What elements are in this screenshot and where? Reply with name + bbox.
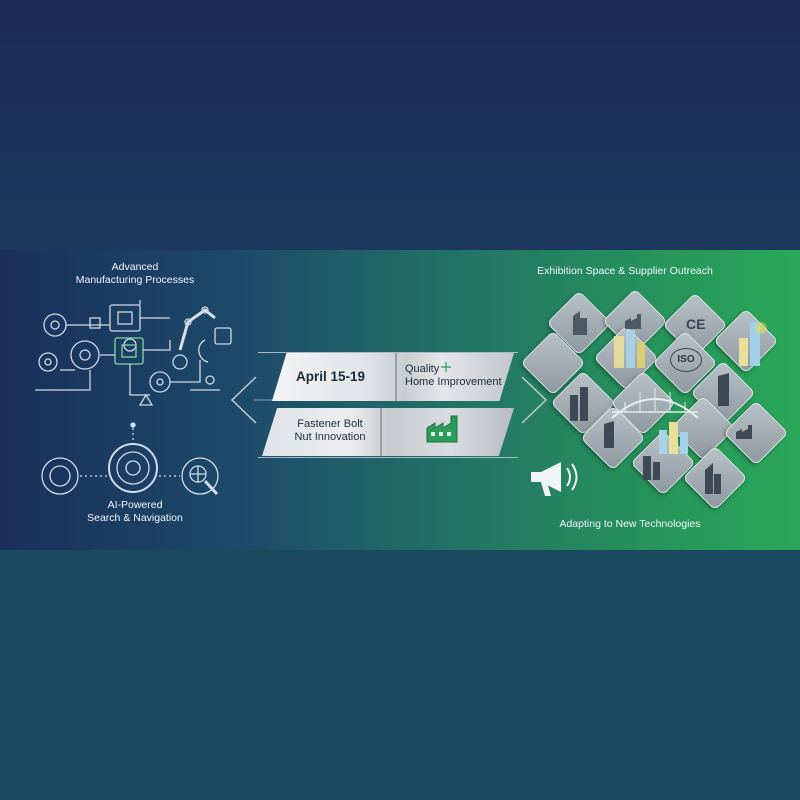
event-date: April 15-19 — [296, 369, 366, 384]
manufacturing-label-line1: Advanced — [111, 261, 159, 273]
exhibition-label: Exhibition Space & Supplier Outreach — [537, 265, 713, 277]
fastener-panel — [262, 408, 514, 456]
manufacturing-label: Advanced Manufacturing Processes — [70, 261, 200, 287]
skyline-icon — [570, 387, 588, 421]
panel-rule-bottom — [258, 457, 518, 458]
ai-icons-row — [41, 422, 219, 496]
new-tech-label: Adapting to New Technologies — [559, 518, 701, 530]
manufacturing-label-line2: Manufacturing Processes — [75, 274, 195, 286]
panel-divider — [380, 408, 382, 456]
fastener-label-line2: Nut Innovation — [294, 431, 366, 443]
megaphone-icon — [531, 462, 578, 496]
ce-badge: CE — [686, 316, 706, 332]
manufacturing-circuit-icon — [35, 300, 232, 406]
date-panel — [272, 353, 514, 401]
tower-icon — [604, 421, 614, 448]
quality-label: Quality Home Improvement — [405, 363, 502, 389]
fastener-label: Fastener Bolt Nut Innovation — [290, 418, 370, 444]
factory-icon — [426, 415, 458, 443]
tower-icon — [643, 456, 660, 480]
glowing-towers-icon — [659, 422, 688, 454]
fastener-label-line1: Fastener Bolt — [297, 418, 363, 430]
panel-divider — [395, 353, 397, 401]
quality-label-line2: Home Improvement — [405, 376, 502, 388]
sparkle-icon — [441, 362, 451, 372]
quality-label-line1: Quality — [405, 363, 440, 375]
right-chevron-icon — [521, 376, 548, 424]
ai-search-label: AI-Powered Search & Navigation — [70, 499, 200, 525]
panel-rule-top — [258, 352, 518, 353]
tower-icon — [718, 373, 729, 406]
iso-badge: ISO — [670, 348, 702, 372]
bridge-icon — [611, 388, 699, 419]
glowing-towers-icon — [739, 322, 767, 366]
factory-icon — [625, 314, 641, 329]
ai-search-label-line2: Search & Navigation — [87, 512, 183, 524]
tower-icon — [705, 463, 721, 494]
building-icon — [573, 311, 587, 335]
left-chevron-icon — [230, 376, 328, 424]
glowing-towers-icon — [614, 330, 645, 368]
factory-icon — [736, 425, 752, 439]
ai-search-label-line1: AI-Powered — [107, 499, 163, 511]
